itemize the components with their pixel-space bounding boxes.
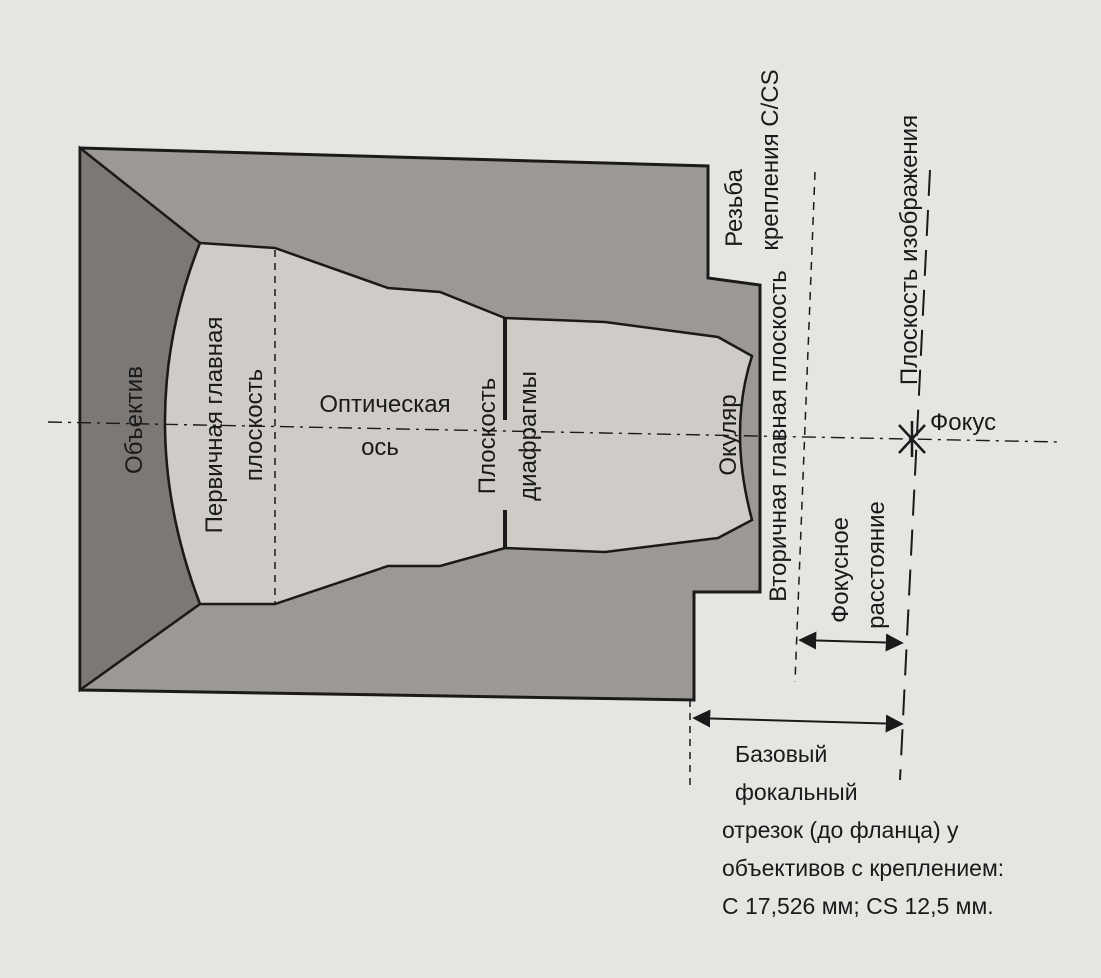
optical-axis-label-2: ось (361, 434, 399, 461)
caption-line-4: объективов с креплением: (722, 855, 1004, 881)
focal-length-label-1: Фокусное (827, 517, 854, 623)
primary-plane-label-2: плоскость (241, 369, 268, 481)
eyepiece-lens-line (739, 355, 753, 521)
caption-line-3: отрезок (до фланца) у (722, 817, 959, 843)
focal-length-label-2: расстояние (863, 501, 890, 629)
diaphragm-label-2: диафрагмы (515, 371, 542, 501)
lens-label: Объектив (121, 366, 148, 474)
focus-label: Фокус (930, 409, 996, 436)
image-plane-label: Плоскость изображения (896, 115, 923, 385)
secondary-plane-line (794, 171, 816, 683)
secondary-plane-label: Вторичная главная плоскость (765, 270, 792, 602)
diaphragm-label-1: Плоскость (474, 378, 501, 494)
optical-axis-label-1: Оптическая (319, 391, 450, 418)
flange-distance-arrow (692, 709, 904, 733)
focal-length-arrow (798, 631, 904, 652)
thread-label-1: Резьба (721, 168, 748, 246)
caption-line-1: Базовый (735, 741, 827, 767)
caption-line-5: С 17,526 мм; CS 12,5 мм. (722, 893, 994, 919)
focus-star-icon (898, 421, 926, 457)
thread-label-2: крепления C/CS (757, 69, 784, 250)
image-plane-line (899, 169, 931, 781)
primary-plane-label-1: Первичная главная (201, 317, 228, 534)
eyepiece-label: Окуляр (715, 394, 742, 475)
optical-axis-line (47, 421, 1061, 443)
caption-line-2: фокальный (735, 779, 858, 805)
